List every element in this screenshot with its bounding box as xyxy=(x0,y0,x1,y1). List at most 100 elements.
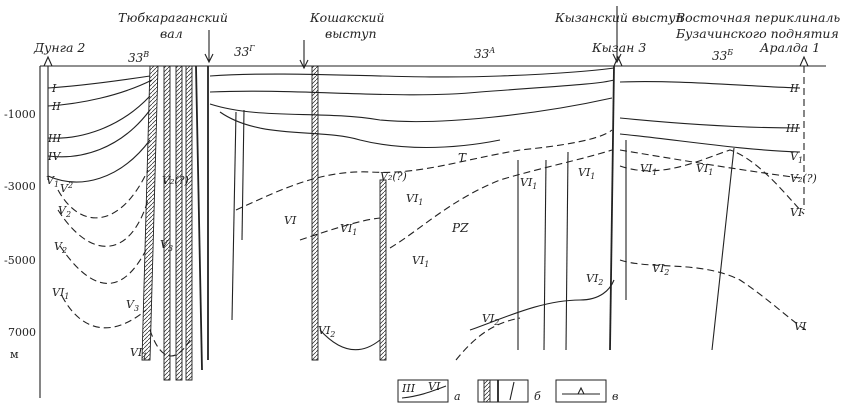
block-33b: 33Б xyxy=(712,48,733,63)
legend-a-line xyxy=(401,385,447,399)
horizon-I-center xyxy=(209,67,615,78)
lbl-vi2-b: VI2 xyxy=(482,312,499,327)
legend-b-line xyxy=(509,381,515,401)
hz-left-V2c: V2 xyxy=(54,240,67,255)
hatch-zone-1 xyxy=(141,65,159,361)
lbl-vi1-c: VI1 xyxy=(412,254,429,269)
fault-9 xyxy=(711,147,735,351)
lbl-vi1-g: VI1 xyxy=(696,162,713,177)
horizon-VI-right xyxy=(619,149,805,215)
lbl-vi2-a: VI2 xyxy=(318,324,335,339)
horizon-V2c-left xyxy=(59,245,147,284)
horizon-IV-left xyxy=(47,109,151,158)
horizon-VI2-a xyxy=(319,329,381,351)
fault-7 xyxy=(565,151,569,351)
fault-6 xyxy=(543,159,547,351)
arrow-2 xyxy=(299,40,309,70)
well-dunga: Дунга 2 xyxy=(33,40,85,55)
lbl-vi1-d: VI1 xyxy=(520,176,537,191)
hatch-zone-3 xyxy=(175,65,183,381)
lbl-vi-mid: VI xyxy=(284,214,297,227)
legend-b-hatch xyxy=(483,379,491,403)
header-east-1: Восточная периклиналь xyxy=(675,10,840,25)
fault-kyzan xyxy=(609,65,615,351)
hz-right-VI: VI xyxy=(790,206,803,219)
lbl-vi1-left: VI1 xyxy=(130,346,147,361)
lbl-vi1-a: VI1 xyxy=(406,192,423,207)
legend-box-a xyxy=(397,379,449,403)
fault-2 xyxy=(195,65,203,371)
fault-3 xyxy=(231,111,237,321)
horizon-II-center xyxy=(209,79,615,96)
legend-v-well xyxy=(562,386,600,395)
lbl-v3-b: V3 xyxy=(126,298,139,313)
arrow-1 xyxy=(204,30,214,64)
header-east-2: Бузачинского поднятия xyxy=(675,26,839,41)
lbl-vi2-d: VI2 xyxy=(652,262,669,277)
well-kyzan: Кызан 3 xyxy=(591,40,646,55)
horizon-VI-mid xyxy=(299,217,381,241)
block-33g: 33Г xyxy=(234,44,255,59)
legend-a: а xyxy=(454,390,461,403)
horizon-V1-left xyxy=(47,139,151,183)
legend-a-roman2: VI xyxy=(428,380,441,393)
hz-right-II: II xyxy=(789,82,799,95)
depth-7000: 7000 xyxy=(8,326,36,339)
hatch-zone-5 xyxy=(311,65,319,361)
well-marker-middle xyxy=(613,55,623,67)
lbl-v2q: V₂(?) xyxy=(380,170,407,183)
legend-b: б xyxy=(534,390,541,403)
depth-unit: м xyxy=(10,348,19,361)
lbl-vi1-e: VI1 xyxy=(578,166,595,181)
well-aralda: Аралда 1 xyxy=(759,40,820,55)
header-kosh-2: выступ xyxy=(325,26,377,41)
hz-left-II: II xyxy=(51,100,61,113)
hatch-zone-2 xyxy=(163,65,171,381)
horizon-VI2-c xyxy=(455,317,521,361)
well-marker-left xyxy=(43,55,53,67)
horizon-VI1-left xyxy=(61,295,147,329)
legend-box-v xyxy=(555,379,607,403)
horizon-II-left xyxy=(47,79,153,107)
horizon-VI2-right xyxy=(619,259,807,331)
hz-left-I: I xyxy=(51,82,57,95)
block-33v: 33В xyxy=(128,50,149,65)
horizon-PZ-top xyxy=(389,149,613,249)
hz-left-V2b: V2 xyxy=(58,204,71,219)
horizon-VI2-b xyxy=(469,279,615,331)
lbl-vi2-c: VI2 xyxy=(586,272,603,287)
arrow-3 xyxy=(612,6,622,64)
hatch-zone-6 xyxy=(379,179,387,361)
horizon-IV-center xyxy=(219,111,501,149)
horizon-V2q-right xyxy=(619,149,801,179)
legend-v: в xyxy=(612,390,618,403)
hz-right-V2q: V₂(?) xyxy=(790,172,817,185)
horizon-III-center xyxy=(209,97,613,123)
horizon-V2b-left xyxy=(57,199,149,247)
header-kosh-1: Кошакский xyxy=(309,10,385,25)
well-marker-right xyxy=(799,55,809,67)
depth-3000: -3000 xyxy=(4,180,36,193)
label-T: T xyxy=(458,151,467,165)
label-PZ: PZ xyxy=(451,221,469,235)
depth-5000: -5000 xyxy=(4,254,36,267)
horizon-III-right xyxy=(619,117,801,129)
lbl-vi1-f: VI1 xyxy=(640,162,657,177)
horizon-V1-right xyxy=(619,133,801,153)
horizon-V2a-left xyxy=(57,169,149,219)
header-kyzan-vystup: Кызанский выступ xyxy=(554,10,684,25)
horizon-V2q-center xyxy=(235,129,613,211)
lbl-v2q-left: V₂(?) xyxy=(162,174,189,187)
horizon-III-left xyxy=(47,95,151,139)
hz-left-V1: V1 xyxy=(46,174,59,189)
horizon-II-right xyxy=(619,81,801,89)
lbl-vi1-b: VI1 xyxy=(340,222,357,237)
legend-box-b xyxy=(477,379,529,403)
hatch-zone-4 xyxy=(185,65,193,381)
hz-left-VI1: VI1 xyxy=(52,286,69,301)
hz-left-V2a: V2 xyxy=(60,181,73,195)
header-tyub-2: вал xyxy=(160,26,183,41)
horizon-I-left xyxy=(47,75,151,89)
